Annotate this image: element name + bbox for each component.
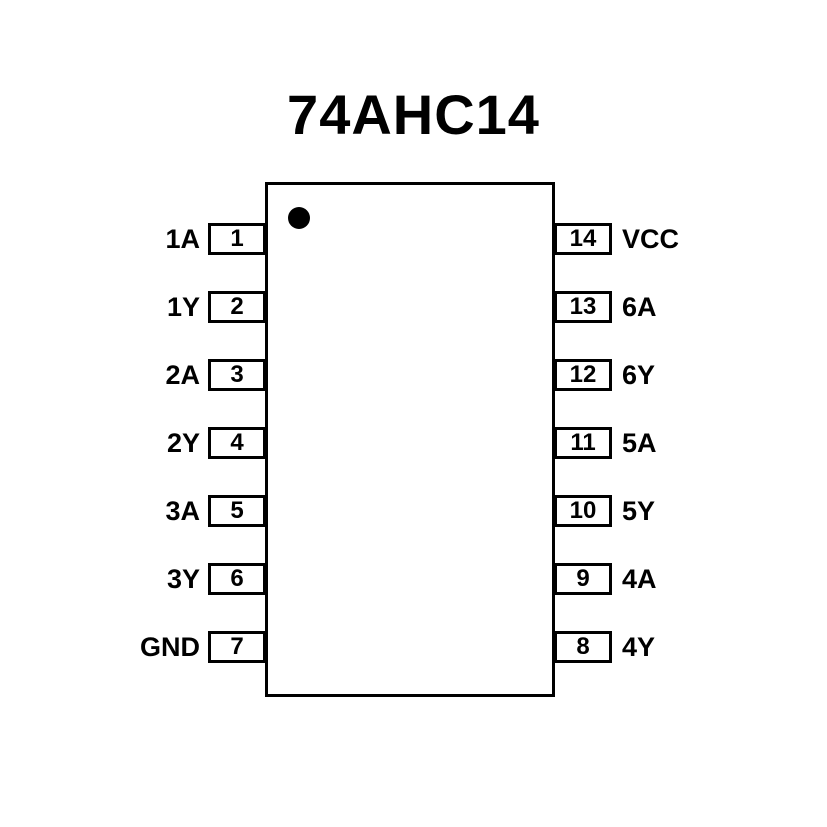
pin-label-2A: 2A <box>165 359 200 390</box>
pin-label-3A: 3A <box>165 495 200 526</box>
pin-number-8: 8 <box>554 631 612 663</box>
pin-number-10: 10 <box>554 495 612 527</box>
pin-number-14: 14 <box>554 223 612 255</box>
pin-label-4A: 4A <box>622 563 657 594</box>
pin-number-7: 7 <box>208 631 266 663</box>
pin-number-12: 12 <box>554 359 612 391</box>
pin-number-9: 9 <box>554 563 612 595</box>
pin-number-5: 5 <box>208 495 266 527</box>
pin-label-1A: 1A <box>165 223 200 254</box>
pin1-indicator-dot <box>288 207 310 229</box>
pin-number-4: 4 <box>208 427 266 459</box>
pin-label-2Y: 2Y <box>166 427 200 458</box>
pin-label-6A: 6A <box>622 291 657 322</box>
pin-number-2: 2 <box>208 291 266 323</box>
pin-label-5Y: 5Y <box>622 495 656 526</box>
pin-number-3: 3 <box>208 359 266 391</box>
pin-label-VCC: VCC <box>622 223 680 254</box>
pin-label-1Y: 1Y <box>166 291 200 322</box>
pin-label-3Y: 3Y <box>166 563 200 594</box>
pin-label-6Y: 6Y <box>622 359 656 390</box>
pin-number-13: 13 <box>554 291 612 323</box>
pin-number-1: 1 <box>208 223 266 255</box>
pin-number-6: 6 <box>208 563 266 595</box>
pin-number-11: 11 <box>554 427 612 459</box>
pin-label-4Y: 4Y <box>622 631 656 662</box>
pin-label-GND: GND <box>140 631 200 662</box>
chip-title: 74AHC14 <box>287 83 540 146</box>
pin-label-5A: 5A <box>622 427 657 458</box>
ic-body-outline <box>265 182 555 697</box>
